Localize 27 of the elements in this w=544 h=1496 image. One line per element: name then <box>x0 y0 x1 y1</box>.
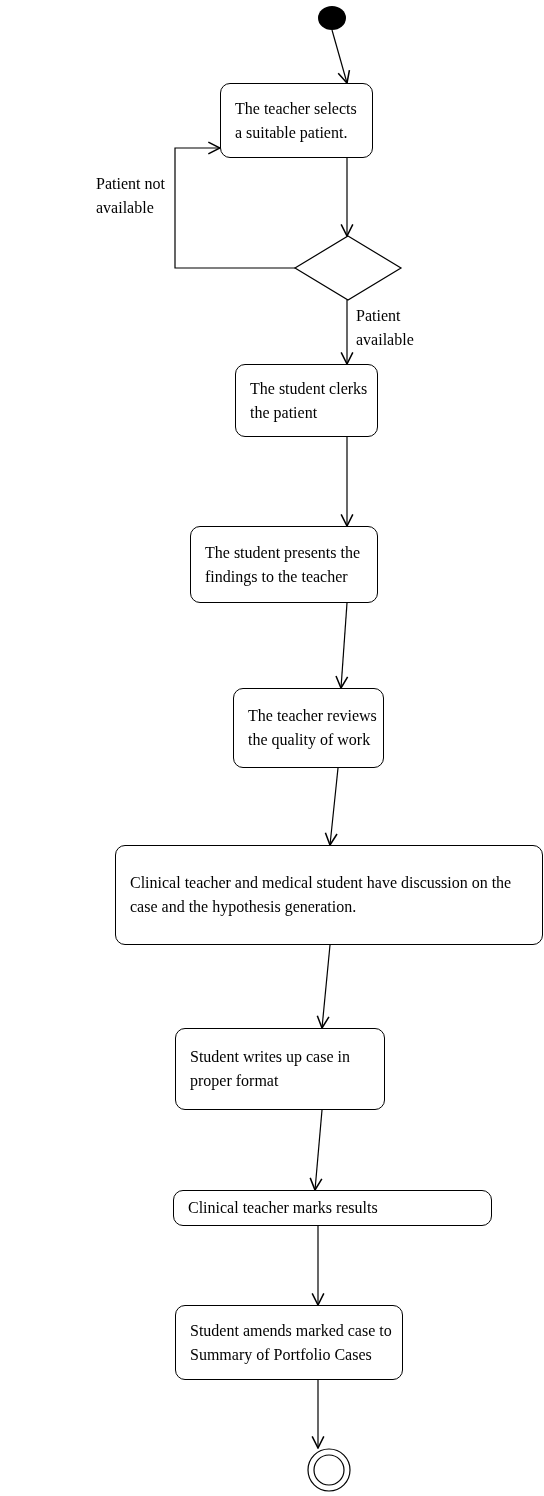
arrow <box>335 602 349 689</box>
activity-text: The teacher selects a suitable patient. <box>235 98 358 144</box>
arrow <box>340 436 354 527</box>
activity-box <box>175 1028 385 1110</box>
arrow <box>340 299 354 365</box>
arrow <box>174 141 296 269</box>
arrow <box>316 944 331 1029</box>
activity-box <box>175 1305 403 1380</box>
activity-text: The teacher reviews the quality of work <box>248 706 377 751</box>
activity-box <box>233 688 384 768</box>
activity-text: Student amends marked case to Summary of Portfolio Cases <box>190 1320 393 1366</box>
arrow <box>331 29 351 84</box>
activity-box <box>173 1190 492 1226</box>
activity-box <box>190 526 378 603</box>
activity-box <box>220 83 373 158</box>
activity-box <box>235 364 378 437</box>
arrow <box>340 157 354 237</box>
activity-text: Clinical teacher and medical student have discussion on the case and the hypothesis generation. <box>130 873 513 918</box>
arrow <box>309 1109 323 1191</box>
activity-box <box>115 845 543 945</box>
activity-text: Student writes up case in proper format <box>190 1047 351 1092</box>
arrow <box>324 767 339 846</box>
arrow <box>311 1225 325 1306</box>
activity-text: Clinical teacher marks results <box>188 1198 378 1218</box>
activity-text: The student clerks the patient <box>250 378 369 424</box>
arrow <box>311 1379 325 1449</box>
activity-text: The student presents the findings to the teacher <box>205 542 362 588</box>
